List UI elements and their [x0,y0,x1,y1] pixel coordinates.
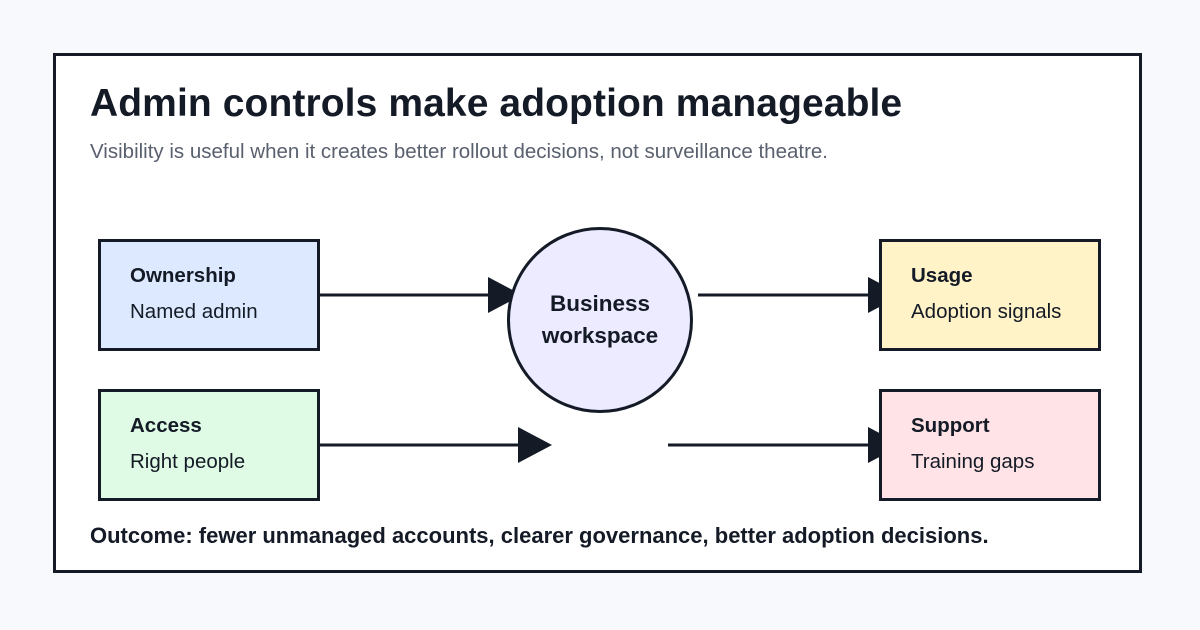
node-access: Access Right people [98,389,320,501]
node-usage-text: Adoption signals [911,300,1062,323]
node-access-heading: Access [130,414,202,437]
arrow-workspace-to-usage [698,277,902,313]
arrow-ownership-to-workspace [320,277,522,313]
node-access-text: Right people [130,450,246,473]
node-usage-heading: Usage [911,264,973,287]
node-support: Support Training gaps [879,389,1101,501]
arrow-access-to-workspace [320,427,552,463]
node-ownership-text: Named admin [130,300,258,323]
center-node-business-workspace: Business workspace [507,227,693,413]
node-support-text: Training gaps [911,450,1035,473]
center-node-label: Business workspace [541,291,659,348]
diagram-title: Admin controls make adoption manageable [90,82,903,125]
outcome-statement: Outcome: fewer unmanaged accounts, clear… [90,523,989,548]
arrow-workspace-to-support [668,427,902,463]
node-ownership-heading: Ownership [130,264,236,287]
node-support-heading: Support [911,414,990,437]
node-usage: Usage Adoption signals [879,239,1101,351]
node-ownership: Ownership Named admin [98,239,320,351]
diagram-subtitle: Visibility is useful when it creates bet… [90,140,828,163]
